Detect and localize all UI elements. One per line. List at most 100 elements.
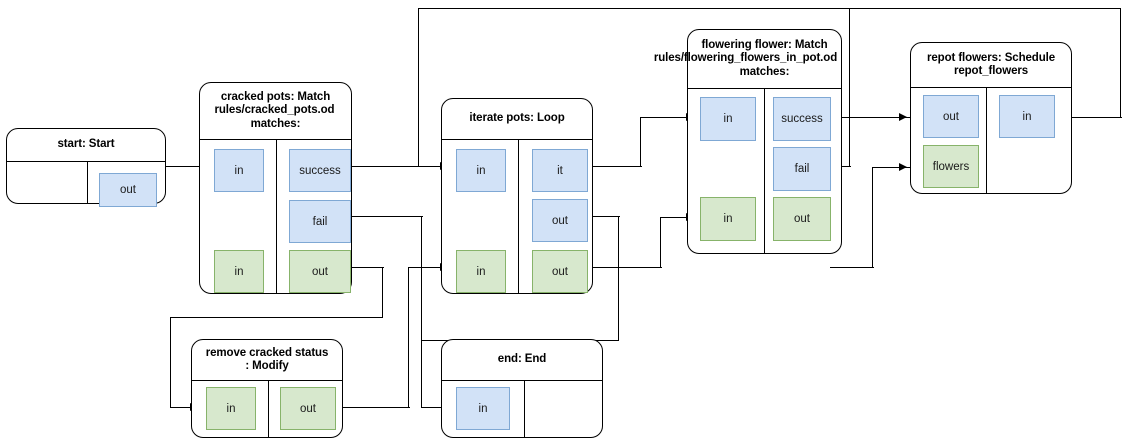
port-label: out: [794, 213, 810, 225]
port-start-out[interactable]: out: [99, 173, 157, 207]
edge-cracked-out-h3: [170, 407, 192, 409]
port-flowering-flower-out[interactable]: out: [773, 197, 831, 241]
edge-remove-out-h2: [408, 267, 442, 269]
port-label: out: [312, 265, 328, 278]
edge-repot-in-to-iterate-h1: [1072, 117, 1122, 119]
node-flowering-flower-title: flowering flower: Match rules/flowering_…: [653, 38, 838, 78]
edge-arrow-repot-flowers: [899, 163, 907, 171]
port-iterate-pots-out-green[interactable]: out: [532, 250, 588, 293]
edge-arrow-repot-out: [899, 113, 907, 121]
port-iterate-pots-in-green[interactable]: in: [456, 250, 506, 293]
node-flowering-flower[interactable]: flowering flower: Match rules/flowering_…: [653, 29, 842, 254]
port-label: in: [478, 402, 488, 415]
port-cracked-pots-in[interactable]: in: [214, 149, 264, 192]
port-iterate-pots-it[interactable]: it: [532, 149, 588, 192]
edge-iterate-outblue-h1: [592, 216, 620, 218]
node-iterate-pots-divider-v: [518, 139, 519, 293]
port-iterate-pots-out-blue[interactable]: out: [532, 199, 588, 242]
edge-cracked-out-v2: [170, 317, 172, 408]
edge-top-rail-down: [418, 8, 420, 167]
port-label: out: [120, 184, 136, 196]
port-label: out: [300, 402, 316, 415]
node-end-divider-v: [524, 380, 525, 437]
node-start-title: start: Start: [57, 138, 115, 151]
node-repot-flowers-title: repot flowers: Schedule repot_flowers: [926, 51, 1056, 78]
port-label: in: [476, 265, 486, 278]
edge-flowering-out-h2: [872, 167, 911, 169]
edge-cracked-out-h1: [352, 267, 384, 269]
node-remove-cracked-status-title: remove cracked status : Modify: [205, 346, 329, 373]
node-end-title: end: End: [497, 353, 547, 366]
node-cracked-pots[interactable]: cracked pots: Match rules/cracked_pots.o…: [199, 82, 352, 294]
edge-flowering-out-v: [872, 167, 874, 268]
port-label: in: [234, 265, 244, 278]
edge-cracked-fail-v: [421, 216, 423, 408]
edge-iterate-outgreen-v: [660, 217, 662, 268]
node-cracked-pots-title: cracked pots: Match rules/cracked_pots.o…: [214, 90, 335, 130]
port-label: in: [723, 213, 733, 225]
edge-cracked-success-h: [352, 166, 442, 168]
port-label: success: [299, 164, 341, 177]
node-remove-cracked-status[interactable]: remove cracked status : Modify in out: [191, 339, 343, 438]
port-repot-flowers-in[interactable]: in: [999, 95, 1055, 138]
node-repot-flowers-divider-v: [986, 87, 987, 193]
port-repot-flowers-out[interactable]: out: [923, 95, 979, 138]
node-start-divider-v: [87, 161, 88, 203]
port-cracked-pots-out[interactable]: out: [289, 250, 351, 293]
edge-top-rail: [418, 8, 1121, 10]
edge-it-h1: [592, 166, 642, 168]
node-iterate-pots[interactable]: iterate pots: Loop in in it out out: [441, 98, 593, 294]
port-remove-cracked-status-out[interactable]: out: [280, 387, 336, 430]
edge-remove-out-h1: [343, 407, 410, 409]
port-label: flowers: [932, 160, 970, 173]
node-repot-flowers[interactable]: repot flowers: Schedule repot_flowers ou…: [910, 42, 1072, 194]
edge-iterate-outgreen-h1: [592, 267, 662, 269]
port-flowering-flower-fail[interactable]: fail: [773, 147, 831, 191]
port-label: fail: [312, 215, 328, 228]
port-flowering-flower-in[interactable]: in: [700, 97, 756, 141]
port-flowering-flower-in-green[interactable]: in: [700, 197, 756, 241]
edge-cracked-out-v1: [382, 267, 384, 318]
port-remove-cracked-status-in[interactable]: in: [206, 387, 256, 430]
port-label: success: [781, 113, 823, 125]
edge-it-h2: [640, 117, 688, 119]
node-remove-cracked-status-divider-v: [268, 380, 269, 437]
node-end-divider-h: [442, 380, 602, 381]
port-cracked-pots-success[interactable]: success: [289, 149, 351, 192]
port-label: in: [723, 113, 733, 125]
port-label: fail: [794, 163, 810, 175]
edge-flowering-out-h1: [830, 267, 874, 269]
edge-cracked-out-h2: [170, 317, 383, 319]
edge-iterate-outgreen-h2: [660, 217, 688, 219]
node-start[interactable]: start: Start out: [6, 128, 166, 207]
node-cracked-pots-divider-v: [276, 139, 277, 293]
node-end[interactable]: end: End in: [441, 339, 603, 438]
port-end-in[interactable]: in: [456, 387, 510, 430]
port-label: out: [943, 110, 959, 123]
port-label: in: [226, 402, 236, 415]
port-label: out: [552, 265, 568, 278]
edge-cracked-fail-h1: [352, 216, 423, 218]
port-flowering-flower-success[interactable]: success: [773, 97, 831, 141]
port-cracked-pots-in-green[interactable]: in: [214, 250, 264, 293]
port-label: in: [234, 164, 244, 177]
port-cracked-pots-fail[interactable]: fail: [289, 200, 351, 243]
node-repot-flowers-divider-h: [911, 87, 1071, 88]
node-iterate-pots-title: iterate pots: Loop: [469, 112, 565, 125]
node-start-divider-h: [7, 161, 165, 162]
port-iterate-pots-in[interactable]: in: [456, 149, 506, 192]
edge-remove-out-v: [408, 267, 410, 408]
edge-repot-in-to-iterate-v1: [1120, 8, 1122, 118]
port-label: it: [557, 164, 563, 177]
edge-it-v: [640, 117, 642, 167]
edge-iterate-outblue-v: [618, 216, 620, 341]
edge-start-out-to-cracked-in: [152, 166, 209, 168]
edge-cracked-fail-h2: [421, 407, 443, 409]
edge-flowering-fail-v: [849, 8, 851, 167]
node-iterate-pots-divider-h: [442, 139, 592, 140]
node-cracked-pots-divider-h: [200, 139, 351, 140]
port-repot-flowers-flowers[interactable]: flowers: [923, 145, 979, 188]
edge-flowering-success-h: [830, 117, 911, 119]
port-label: out: [552, 214, 568, 227]
